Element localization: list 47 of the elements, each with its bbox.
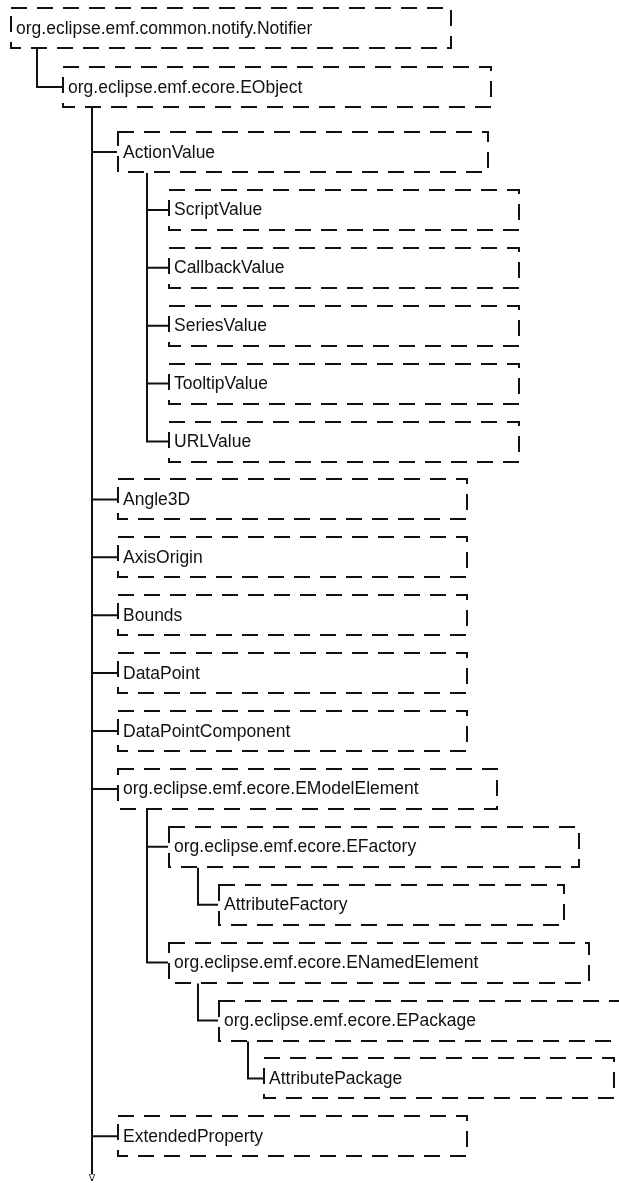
- class-name: org.eclipse.emf.ecore.EFactory: [174, 836, 417, 858]
- class-name: ExtendedProperty: [123, 1125, 264, 1147]
- class-name: TooltipValue: [174, 373, 269, 395]
- class-name: org.eclipse.emf.ecore.ENamedElement: [174, 952, 479, 974]
- class-box: [168, 825, 580, 868]
- class-name: Angle3D: [123, 488, 191, 510]
- class-box: [168, 304, 520, 347]
- class-name: org.eclipse.emf.common.notify.Notifier: [16, 17, 313, 39]
- class-box: [263, 1057, 615, 1100]
- class-name: URLValue: [174, 431, 252, 452]
- class-name: org.eclipse.emf.ecore.EPackage: [224, 1010, 476, 1031]
- class-box: [10, 7, 452, 49]
- class-box: [168, 420, 520, 463]
- connector-line: [197, 866, 219, 906]
- class-name: CallbackValue: [174, 257, 285, 279]
- connector-line: [146, 172, 169, 443]
- class-box: [117, 536, 468, 579]
- class-name: ActionValue: [123, 141, 216, 163]
- class-box: [117, 594, 468, 637]
- class-box: [117, 478, 468, 521]
- class-name: AxisOrigin: [123, 546, 203, 568]
- class-box: [117, 767, 498, 810]
- class-name: AttributeFactory: [224, 894, 348, 916]
- class-box: [168, 188, 520, 231]
- class-box: [218, 883, 565, 926]
- class-box: [117, 131, 489, 173]
- class-box: [117, 710, 468, 752]
- class-box: [62, 66, 492, 108]
- class-name: DataPoint: [123, 662, 200, 684]
- connector-line: [197, 982, 219, 1022]
- class-name: org.eclipse.emf.ecore.EModelElement: [123, 778, 419, 800]
- class-name: ScriptValue: [174, 199, 263, 221]
- class-name: Bounds: [123, 604, 183, 626]
- class-name: AttributePackage: [269, 1067, 403, 1089]
- class-box: [117, 652, 468, 695]
- class-name: org.eclipse.emf.ecore.EObject: [68, 76, 303, 98]
- connector-line: [146, 808, 169, 964]
- connector-line: [247, 1040, 264, 1080]
- class-box: [168, 246, 520, 289]
- class-box: [218, 999, 619, 1042]
- class-name: SeriesValue: [174, 315, 268, 337]
- connector-line: [36, 48, 63, 88]
- class-box: [168, 941, 590, 984]
- class-box: [117, 1115, 468, 1158]
- class-box: [168, 362, 520, 405]
- connector-line: [88, 107, 96, 1182]
- class-name: DataPointComponent: [123, 720, 291, 742]
